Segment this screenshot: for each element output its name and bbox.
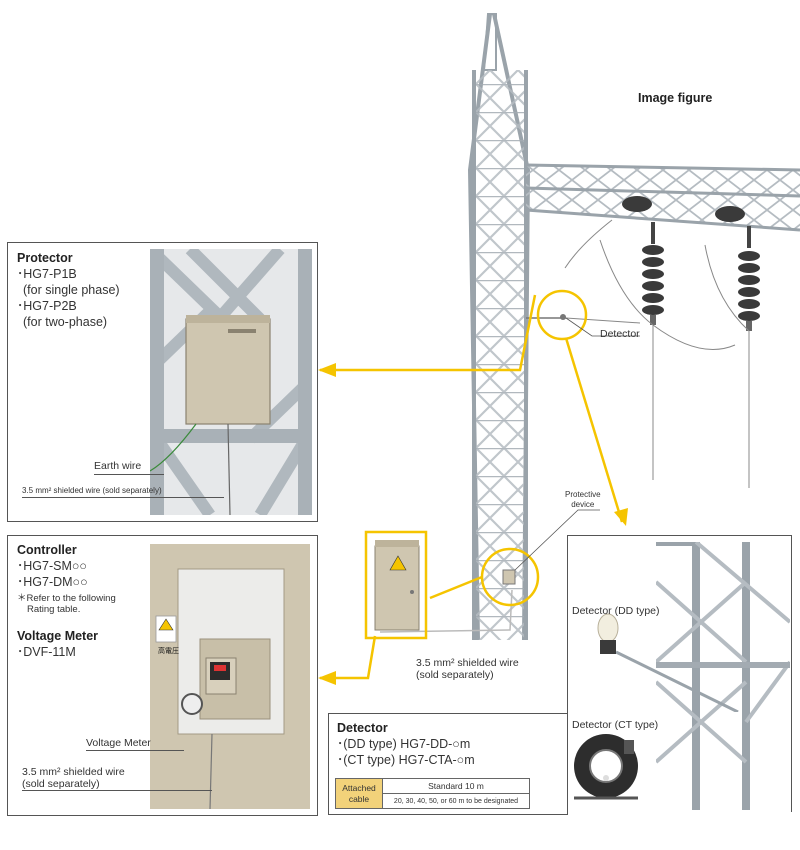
protector-photo bbox=[150, 249, 312, 515]
protective-device-label: Protective device bbox=[565, 490, 601, 510]
controller-note-line1: ＊Refer to the following bbox=[17, 593, 116, 604]
controller-note-line2: Rating table. bbox=[27, 604, 81, 615]
dd-type-model: ･(DD type) HG7-DD-○m bbox=[337, 737, 471, 751]
dd-type-label: Detector (DD type) bbox=[572, 605, 660, 617]
arm-insulator-left bbox=[622, 196, 652, 212]
protective-device-on-tower bbox=[502, 569, 516, 585]
protector-models: ･HG7-P1B (for single phase) ･HG7-P2B (fo… bbox=[17, 266, 120, 330]
arm-insulator-right bbox=[715, 206, 745, 222]
controller-line-2: ･HG7-DM○○ bbox=[17, 575, 88, 589]
protector-line-2: (for single phase) bbox=[23, 283, 120, 297]
image-figure-label: Image figure bbox=[638, 91, 713, 105]
center-wire-line1: 3.5 mm² shielded wire bbox=[416, 657, 519, 669]
shielded-wire-leader bbox=[22, 497, 224, 498]
attached-cable-header-line2: cable bbox=[348, 793, 370, 804]
ct-type-model: ･(CT type) HG7-CTA-○m bbox=[337, 753, 475, 767]
protector-line-4: (for two-phase) bbox=[23, 315, 108, 329]
voltage-meter-label: Voltage Meter bbox=[86, 737, 151, 749]
controller-wire-line1: 3.5 mm² shielded wire bbox=[22, 766, 125, 778]
controller-wire-line2: (sold separately) bbox=[22, 778, 100, 790]
center-shielded-wire-label: 3.5 mm² shielded wire (sold separately) bbox=[416, 657, 519, 681]
voltage-meter-title: Voltage Meter bbox=[17, 629, 99, 643]
protector-panel: Protector ･HG7-P1B (for single phase) ･H… bbox=[7, 242, 318, 522]
table-row: Attached cable Standard 10 m bbox=[335, 778, 530, 809]
cross-arm bbox=[525, 163, 800, 232]
attached-cable-table: Attached cable Standard 10 m 20, 30, 40,… bbox=[335, 778, 530, 809]
controller-title: Controller bbox=[17, 543, 77, 557]
controller-shielded-wire-label: 3.5 mm² shielded wire (sold separately) bbox=[22, 766, 125, 790]
cable-designated-cell: 20, 30, 40, 50, or 60 m to be designated bbox=[382, 793, 530, 809]
dd-detector-drawing bbox=[597, 613, 739, 712]
insulator-left bbox=[642, 222, 664, 325]
protective-line1: Protective bbox=[565, 490, 601, 499]
controller-photo bbox=[150, 544, 310, 809]
center-controller-cabinet bbox=[364, 530, 428, 640]
detector-tower-label: Detector bbox=[600, 328, 640, 340]
ground-wire bbox=[379, 589, 513, 633]
protector-title: Protector bbox=[17, 251, 73, 265]
attached-cable-header: Attached cable bbox=[335, 778, 383, 809]
arrow-to-detector bbox=[614, 508, 628, 526]
detector-photo-panel: Detector (DD type) Detector (CT type) bbox=[567, 535, 792, 812]
controller-panel: 高電圧 Controller ･HG7-SM○○ ･HG7-DM○○ ＊Refe… bbox=[7, 535, 318, 816]
arrow-to-controller bbox=[318, 671, 336, 685]
cable-standard-cell: Standard 10 m bbox=[382, 778, 530, 794]
controller-line-1: ･HG7-SM○○ bbox=[17, 559, 87, 573]
ct-detector-drawing bbox=[574, 734, 638, 800]
voltage-meter-leader bbox=[86, 750, 184, 751]
controller-models: ･HG7-SM○○ ･HG7-DM○○ bbox=[17, 558, 88, 590]
voltage-meter-model: ･DVF-11M bbox=[17, 645, 76, 659]
attached-cable-header-line1: Attached bbox=[342, 782, 376, 793]
controller-note: ＊Refer to the following Rating table. bbox=[17, 593, 116, 615]
protector-line-3: ･HG7-P2B bbox=[17, 299, 77, 313]
earth-wire-leader bbox=[94, 474, 164, 475]
arrow-to-protector bbox=[318, 363, 336, 377]
warning-sign-text: 高電圧 bbox=[158, 648, 179, 655]
conductor-wires bbox=[564, 219, 750, 488]
center-wire-line2: (sold separately) bbox=[416, 669, 494, 681]
protective-leader bbox=[514, 509, 600, 571]
ct-type-label: Detector (CT type) bbox=[572, 719, 659, 731]
detector-leader bbox=[565, 317, 640, 337]
detector-tower-photo bbox=[656, 542, 790, 810]
main-tower bbox=[467, 13, 531, 641]
detector-spec-panel: Detector ･(DD type) HG7-DD-○m ･(CT type)… bbox=[328, 713, 568, 815]
protector-shielded-wire-label: 3.5 mm² shielded wire (sold separately) bbox=[22, 486, 162, 495]
earth-wire-label: Earth wire bbox=[94, 460, 142, 472]
protective-line2: device bbox=[571, 500, 595, 509]
table-row: 20, 30, 40, 50, or 60 m to be designated bbox=[336, 793, 530, 809]
detector-on-tower bbox=[526, 314, 566, 320]
controller-wire-leader bbox=[22, 790, 212, 791]
insulator-right bbox=[738, 226, 760, 331]
protector-line-1: ･HG7-P1B bbox=[17, 267, 77, 281]
detector-title: Detector bbox=[337, 721, 388, 735]
